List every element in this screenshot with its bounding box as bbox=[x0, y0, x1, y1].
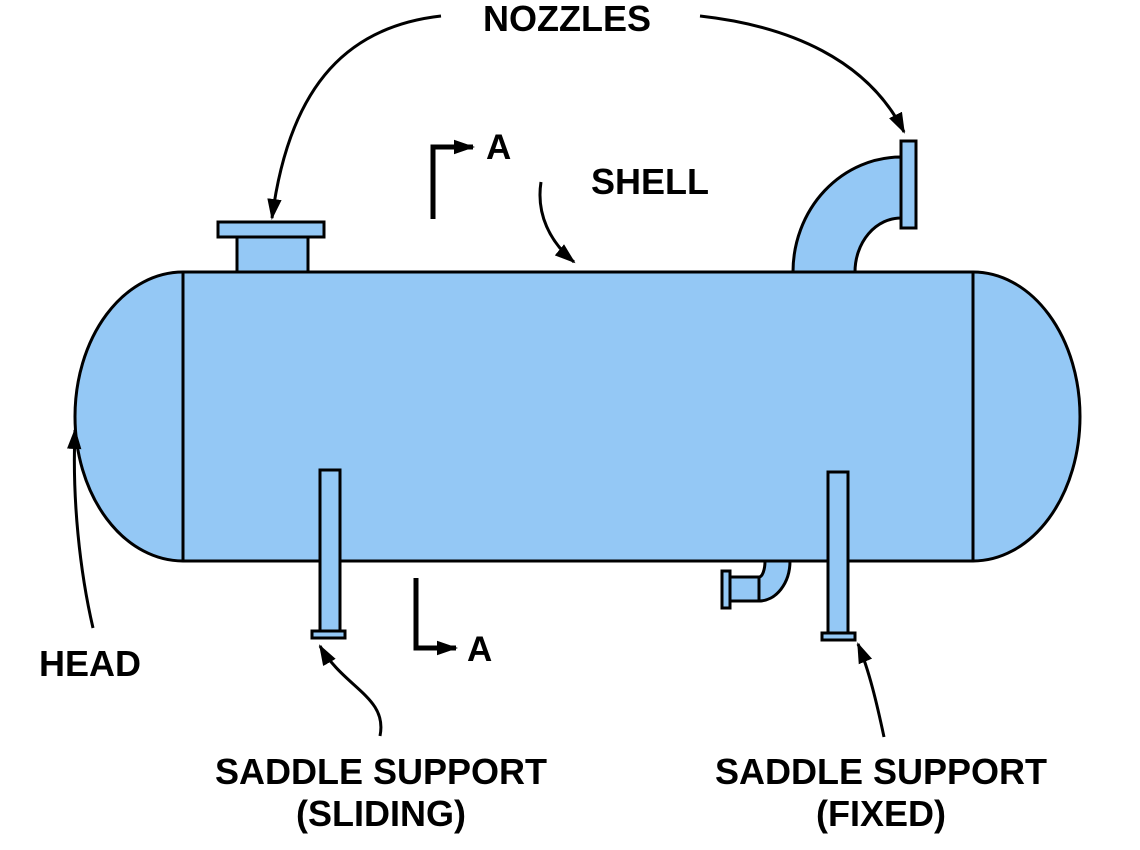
section-marker-top-line bbox=[430, 139, 475, 219]
saddle-fixed-base-plate bbox=[820, 631, 857, 642]
top-nozzle-flange bbox=[216, 220, 326, 239]
drain-nozzle-flange bbox=[720, 569, 732, 610]
saddle-sliding-column bbox=[318, 468, 342, 633]
saddle-sliding-label: SADDLE SUPPORT (SLIDING) bbox=[215, 751, 547, 834]
saddle-support-sliding bbox=[310, 468, 347, 640]
saddle-fixed-column bbox=[826, 470, 850, 635]
saddle-sliding-label-line2: (SLIDING) bbox=[296, 793, 466, 834]
top-nozzle bbox=[216, 220, 326, 274]
nozzles-label: NOZZLES bbox=[483, 0, 651, 39]
saddle-sliding-label-line1: SADDLE SUPPORT bbox=[215, 751, 547, 792]
saddle-fixed-label-line2: (FIXED) bbox=[816, 793, 946, 834]
section-letter-top: A bbox=[486, 128, 511, 167]
nozzles-leader-left bbox=[267, 14, 442, 220]
drain-nozzle-pipe bbox=[728, 575, 761, 603]
drain-nozzle-elbow bbox=[757, 559, 792, 603]
saddle-fixed-label: SADDLE SUPPORT (FIXED) bbox=[715, 751, 1047, 834]
head-leader bbox=[66, 428, 95, 629]
section-marker-bottom: A bbox=[413, 578, 492, 669]
elbow-nozzle-body bbox=[791, 155, 903, 274]
drain-nozzle bbox=[720, 559, 792, 610]
section-marker-top: A bbox=[430, 128, 511, 219]
elbow-nozzle-flange bbox=[899, 139, 918, 230]
nozzles-leader-right bbox=[699, 14, 906, 134]
saddle-sliding-leader bbox=[318, 644, 383, 737]
elbow-nozzle bbox=[791, 139, 918, 274]
top-nozzle-neck bbox=[235, 235, 310, 274]
head-label: HEAD bbox=[39, 643, 141, 684]
shell-label: SHELL bbox=[591, 161, 709, 202]
saddle-fixed-label-line1: SADDLE SUPPORT bbox=[715, 751, 1047, 792]
saddle-support-fixed bbox=[820, 470, 857, 642]
saddle-sliding-base-plate bbox=[310, 629, 347, 640]
saddle-fixed-leader bbox=[856, 642, 886, 738]
section-marker-bottom-line bbox=[413, 578, 458, 656]
section-letter-bottom: A bbox=[467, 630, 492, 669]
shell-leader bbox=[538, 181, 576, 264]
vessel-body bbox=[73, 270, 1082, 563]
vessel bbox=[73, 270, 1082, 563]
